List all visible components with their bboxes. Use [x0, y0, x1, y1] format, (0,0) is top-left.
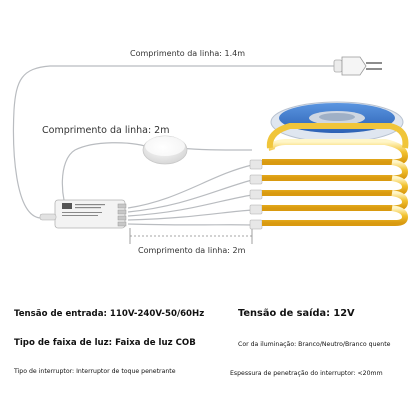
- led-strip-reel-icon: [270, 101, 404, 143]
- cable-length-middle: Comprimento da linha: 2m: [42, 125, 170, 136]
- dimension-line: [129, 228, 253, 244]
- spec-light-color: Cor da iluminação: Branco/Neutro/Branco …: [238, 341, 391, 348]
- product-illustration: [12, 56, 409, 244]
- spec-output-voltage: Tensão de saída: 12V: [238, 308, 355, 319]
- spec-input-voltage: Tensão de entrada: 110V-240V-50/60Hz: [14, 309, 205, 319]
- spec-strip-type: Tipo de faixa de luz: Faixa de luz COB: [14, 338, 196, 348]
- cable-length-bottom: Comprimento da linha: 2m: [138, 246, 246, 255]
- led-strips: [249, 123, 409, 230]
- cable-length-top: Comprimento da linha: 1.4m: [130, 49, 245, 58]
- touch-switch-icon: [142, 135, 188, 165]
- cables: [12, 65, 335, 226]
- controller-box-icon: [39, 199, 127, 229]
- spec-switch-type: Tipo de interruptor: Interruptor de toqu…: [14, 368, 176, 375]
- eu-power-plug-icon: [333, 56, 382, 76]
- spec-switch-thickness: Espessura de penetração do interruptor: …: [230, 370, 383, 377]
